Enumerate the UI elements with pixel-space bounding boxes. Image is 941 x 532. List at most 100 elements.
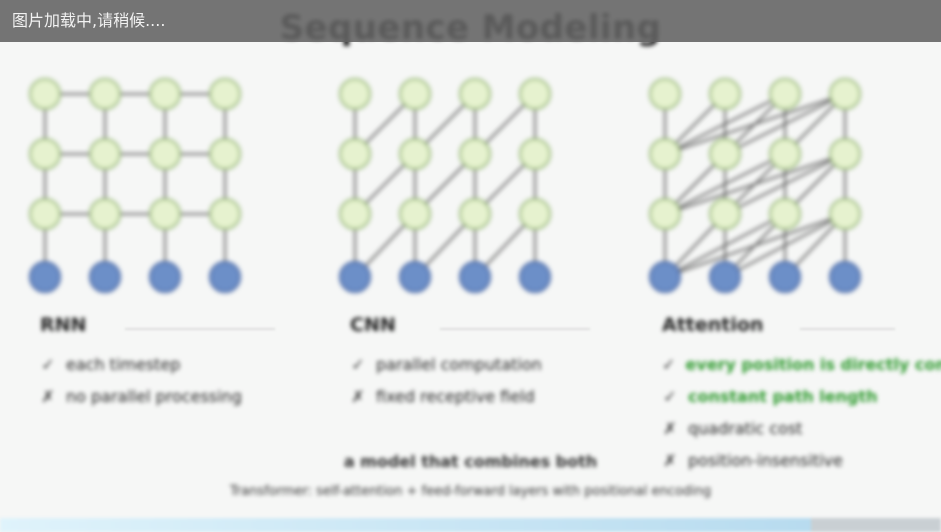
attention-heading-rule [800,328,895,330]
check-icon: ✓ [41,354,55,374]
bottom-note: Transformer: self-attention + feed-forwa… [229,484,712,499]
attention-hidden-node [709,138,741,170]
cnn-input-node [399,261,431,293]
rnn-hidden-node [209,138,241,170]
bullet-item: ✗ no parallel processing [40,380,290,412]
attention-edge [664,153,846,215]
cnn-input-node [339,261,371,293]
rnn-bullet-list: ✓ each timestep ✗ no parallel processing [40,348,290,412]
cnn-heading-rule [440,328,590,330]
cnn-hidden-node [399,78,431,110]
cnn-hidden-node [519,78,551,110]
attention-hidden-node [769,138,801,170]
center-note: a model that combines both [343,452,598,471]
cnn-hidden-node [339,78,371,110]
attention-heading: Attention [662,314,764,336]
bullet-item: ✗ position-insensitive [662,444,922,476]
attention-bullet-list: ✓ every position is directly connected ✓… [662,348,941,476]
bullet-item: ✓ each timestep [40,348,290,380]
attention-input-node [769,261,801,293]
rnn-hidden-node [209,198,241,230]
cnn-hidden-node [519,198,551,230]
attention-hidden-node [769,198,801,230]
check-icon: ✓ [662,354,676,374]
check-icon: ✓ [351,354,365,374]
bullet-item: ✓ every position is directly connected [662,348,941,380]
rnn-hidden-node [29,198,61,230]
cross-icon: ✗ [663,450,677,470]
rnn-input-node [89,261,121,293]
cnn-hidden-node [399,138,431,170]
attention-edge [724,93,846,155]
rnn-hidden-node [29,138,61,170]
attention-hidden-node [709,78,741,110]
attention-input-node [649,261,681,293]
cnn-input-node [459,261,491,293]
attention-hidden-node [829,138,861,170]
rnn-panel [25,72,275,302]
cnn-heading: CNN [350,314,396,336]
attention-edge [664,213,846,278]
rnn-heading-rule [125,328,275,330]
cross-icon: ✗ [351,386,365,406]
cnn-bullet-list: ✓ parallel computation ✗ fixed receptive… [350,348,600,412]
video-progress-fill [0,518,820,532]
rnn-hidden-node [209,78,241,110]
cnn-diagram [339,78,551,293]
attention-hidden-node [709,198,741,230]
bullet-text: constant path length [688,386,878,406]
bullet-text: no parallel processing [66,386,242,406]
bullet-item: ✓ parallel computation [350,348,600,380]
cnn-hidden-node [459,198,491,230]
attention-hidden-node [829,78,861,110]
attention-edge [664,213,786,278]
bullet-text: every position is directly connected [685,354,941,374]
rnn-hidden-node [149,78,181,110]
rnn-input-node [209,261,241,293]
attention-edge [664,93,786,155]
check-icon: ✓ [663,386,677,406]
attention-diagram [649,78,861,293]
bullet-item: ✓ constant path length [662,380,922,412]
attention-hidden-node [769,78,801,110]
cross-icon: ✗ [663,418,677,438]
attention-edge [724,153,846,215]
video-controls-strip[interactable] [811,518,941,532]
rnn-hidden-node [89,78,121,110]
attention-hidden-node [829,198,861,230]
attention-edge [664,153,786,215]
rnn-input-node [149,261,181,293]
bullet-item: ✗ fixed receptive field [350,380,600,412]
attention-input-node [829,261,861,293]
cnn-panel [335,72,585,302]
rnn-hidden-node [89,198,121,230]
loading-banner: 图片加载中,请稍候.... [0,0,941,42]
attention-hidden-node [649,78,681,110]
bullet-item: ✗ quadratic cost [662,412,922,444]
attention-panel [645,72,895,302]
video-progress-bar[interactable] [0,518,941,532]
attention-input-node [709,261,741,293]
rnn-diagram [29,78,241,293]
cnn-hidden-node [339,198,371,230]
bullet-text: position-insensitive [688,450,843,470]
rnn-hidden-node [149,138,181,170]
cnn-hidden-node [519,138,551,170]
cnn-hidden-node [459,78,491,110]
cnn-hidden-node [459,138,491,170]
attention-edge [664,93,846,155]
rnn-hidden-node [89,138,121,170]
cnn-input-node [519,261,551,293]
rnn-heading: RNN [40,314,87,336]
bullet-text: fixed receptive field [376,386,535,406]
attention-hidden-node [649,198,681,230]
bullet-text: quadratic cost [688,418,803,438]
cnn-hidden-node [399,198,431,230]
rnn-hidden-node [29,78,61,110]
cross-icon: ✗ [41,386,55,406]
bullet-text: each timestep [66,354,181,374]
rnn-hidden-node [149,198,181,230]
rnn-input-node [29,261,61,293]
